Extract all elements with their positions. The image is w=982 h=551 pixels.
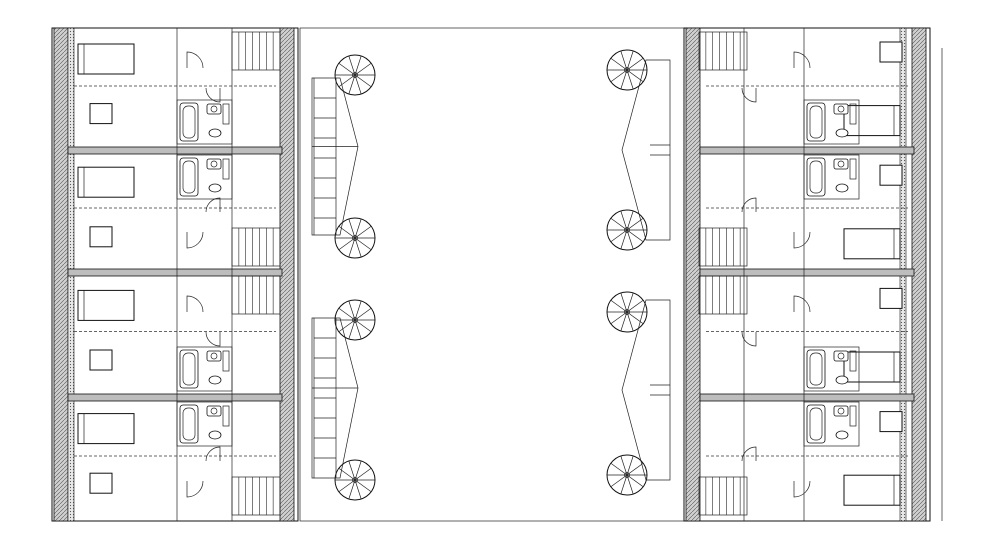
bathtub bbox=[806, 157, 826, 197]
bathtub bbox=[179, 404, 199, 444]
bed bbox=[77, 413, 135, 445]
party-wall bbox=[67, 268, 283, 277]
gallery-walkway bbox=[311, 77, 359, 236]
desk bbox=[879, 164, 903, 186]
courtyard bbox=[299, 27, 685, 522]
toilet bbox=[835, 430, 849, 440]
door-swing bbox=[186, 295, 204, 313]
bathroom bbox=[176, 99, 233, 145]
toilet bbox=[208, 430, 222, 440]
bed bbox=[843, 474, 901, 506]
bathroom bbox=[176, 401, 233, 447]
door-swing bbox=[793, 480, 811, 498]
door-swing bbox=[741, 197, 757, 213]
bed bbox=[843, 228, 901, 260]
toilet bbox=[835, 128, 849, 138]
block-outline bbox=[51, 27, 299, 522]
access-galleries bbox=[311, 49, 671, 501]
toilet bbox=[208, 183, 222, 193]
desk bbox=[89, 472, 113, 494]
washbasin bbox=[833, 350, 849, 362]
party-wall bbox=[699, 268, 915, 277]
toilet bbox=[208, 375, 222, 385]
bathroom bbox=[176, 346, 233, 392]
door-swing bbox=[186, 51, 204, 69]
door-swing bbox=[741, 446, 757, 462]
bed bbox=[843, 105, 901, 137]
spiral-stair bbox=[334, 299, 376, 341]
stair-flight bbox=[698, 476, 748, 516]
bathroom bbox=[176, 154, 233, 200]
gallery-walkway bbox=[621, 59, 671, 241]
toilet bbox=[835, 183, 849, 193]
door-swing bbox=[186, 231, 204, 249]
block-outline bbox=[683, 27, 931, 522]
door-swing bbox=[793, 51, 811, 69]
bed bbox=[843, 351, 901, 383]
washbasin bbox=[833, 405, 849, 417]
spiral-stair bbox=[606, 454, 648, 496]
bathtub bbox=[806, 349, 826, 389]
gallery-walkway bbox=[311, 317, 359, 479]
bathroom bbox=[803, 154, 860, 200]
door-swing bbox=[205, 446, 221, 462]
bed bbox=[77, 43, 135, 75]
bathtub bbox=[179, 102, 199, 142]
bathroom bbox=[803, 99, 860, 145]
toilet bbox=[835, 375, 849, 385]
spiral-stair bbox=[606, 291, 648, 333]
courtyard-wall bbox=[685, 27, 701, 522]
desk bbox=[879, 287, 903, 309]
stair-flight bbox=[698, 275, 748, 315]
building-block-left bbox=[51, 27, 299, 522]
bathtub bbox=[806, 404, 826, 444]
door-swing bbox=[793, 295, 811, 313]
desk bbox=[879, 411, 903, 433]
door-swing bbox=[205, 331, 221, 347]
party-wall bbox=[699, 393, 915, 402]
party-wall bbox=[67, 393, 283, 402]
stair-flight bbox=[231, 31, 281, 71]
desk bbox=[89, 103, 113, 125]
party-wall bbox=[699, 146, 915, 155]
spiral-stair bbox=[334, 54, 376, 96]
door-swing bbox=[186, 480, 204, 498]
stair-flight bbox=[231, 275, 281, 315]
door-swing bbox=[205, 197, 221, 213]
door-swing bbox=[205, 87, 221, 103]
party-wall bbox=[67, 146, 283, 155]
bathroom bbox=[803, 346, 860, 392]
stair-flight bbox=[698, 227, 748, 267]
spiral-stair bbox=[606, 49, 648, 91]
bathtub bbox=[179, 349, 199, 389]
washbasin bbox=[833, 103, 849, 115]
bed bbox=[77, 166, 135, 198]
door-swing bbox=[741, 331, 757, 347]
bathtub bbox=[179, 157, 199, 197]
exterior-wall bbox=[53, 27, 69, 522]
washbasin bbox=[206, 158, 222, 170]
stair-flight bbox=[698, 31, 748, 71]
bathtub bbox=[806, 102, 826, 142]
door-swing bbox=[741, 87, 757, 103]
desk bbox=[89, 226, 113, 248]
gallery-walkway bbox=[621, 299, 671, 481]
desk bbox=[879, 41, 903, 63]
toilet bbox=[208, 128, 222, 138]
door-swing bbox=[793, 231, 811, 249]
washbasin bbox=[206, 405, 222, 417]
washbasin bbox=[833, 158, 849, 170]
spiral-stair bbox=[606, 209, 648, 251]
washbasin bbox=[206, 103, 222, 115]
building-block-right bbox=[683, 27, 943, 522]
spiral-stair bbox=[334, 459, 376, 501]
desk bbox=[89, 349, 113, 371]
bed bbox=[77, 289, 135, 321]
stair-flight bbox=[231, 476, 281, 516]
washbasin bbox=[206, 350, 222, 362]
bathroom bbox=[803, 401, 860, 447]
spiral-stair bbox=[334, 217, 376, 259]
stair-flight bbox=[231, 227, 281, 267]
